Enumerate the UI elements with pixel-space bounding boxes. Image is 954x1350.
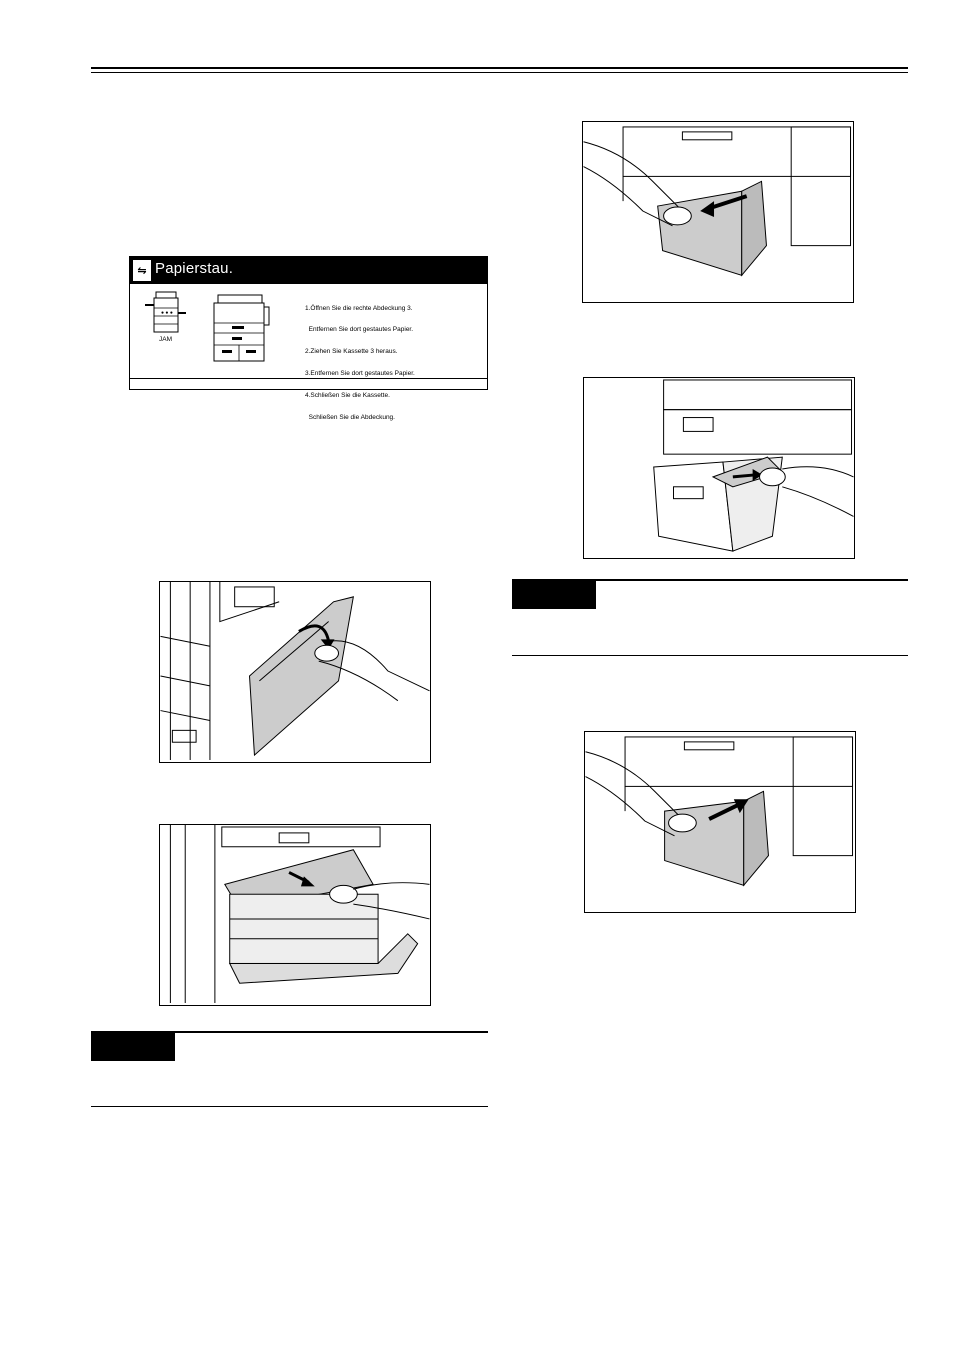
pull-cassette-illustration	[583, 126, 852, 277]
operation-panel-screen: ⇋ Papierstau. ● ● ● JAM 1.Öffnen Sie die…	[129, 256, 488, 421]
panel-title-bar: ⇋ Papierstau.	[130, 257, 487, 284]
figure-remove-paper-cassette	[583, 377, 855, 559]
figure-open-right-cover	[159, 581, 431, 763]
open-cover-illustration	[160, 582, 430, 761]
note-rule-bottom-right	[512, 655, 908, 656]
instruction-line: 4.Schließen Sie die Kassette.	[305, 392, 390, 400]
note-rule-top-right	[512, 579, 908, 581]
note-label-tag-left	[91, 1033, 175, 1061]
copier-diagram-icon	[213, 294, 270, 362]
panel-footer-line	[130, 378, 487, 379]
note-rule-bottom-left	[91, 1106, 488, 1107]
panel-title: Papierstau.	[155, 260, 234, 277]
svg-text:● ● ●: ● ● ●	[161, 310, 173, 316]
figure-push-in-cassette	[584, 731, 856, 913]
instruction-line: 1.Öffnen Sie die rechte Abdeckung 3.	[305, 304, 413, 312]
push-cassette-illustration	[585, 736, 854, 887]
instruction-line: 3.Entfernen Sie dort gestautes Papier.	[305, 370, 415, 378]
remove-cassette-paper-illustration	[653, 379, 854, 552]
remove-paper-illustration	[169, 825, 430, 1004]
jam-label: JAM	[159, 336, 172, 343]
jam-location-machine-icon: ● ● ●	[145, 291, 186, 333]
note-rule-top-left	[91, 1031, 488, 1033]
instruction-line: Entfernen Sie dort gestautes Papier.	[305, 326, 414, 334]
jam-instructions-list: 1.Öffnen Sie die rechte Abdeckung 3. Ent…	[305, 290, 415, 436]
header-rule-thin	[91, 72, 908, 73]
instruction-line: 2.Ziehen Sie Kassette 3 heraus.	[305, 348, 398, 356]
instruction-line: Schließen Sie die Abdeckung.	[305, 414, 395, 422]
header-rule-thick	[91, 67, 908, 69]
paper-jam-icon: ⇋	[133, 260, 151, 281]
figure-pull-out-cassette	[582, 121, 854, 303]
figure-remove-jammed-paper-cover	[159, 824, 431, 1006]
note-label-tag-right	[512, 581, 596, 609]
